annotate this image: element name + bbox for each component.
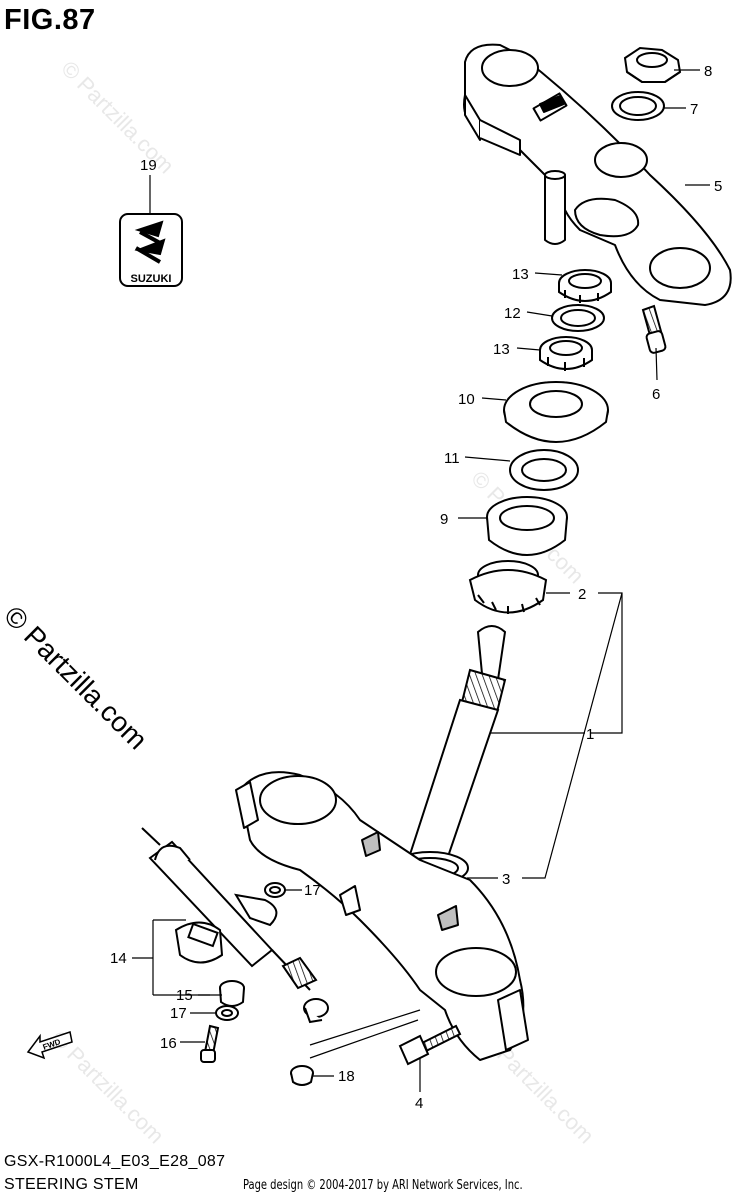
lock-nut-upper: [558, 269, 612, 303]
bolt-16: [200, 1024, 220, 1063]
callout-17b: 17: [170, 1005, 187, 1022]
callout-1: 1: [586, 726, 594, 743]
callout-3: 3: [502, 871, 510, 888]
model-code: GSX-R1000L4_E03_E28_087: [4, 1153, 226, 1170]
lower-bracket: [235, 771, 529, 1061]
callout-4: 4: [415, 1095, 423, 1112]
suzuki-emblem: [119, 213, 183, 287]
upper-bracket: [463, 43, 732, 306]
bearing-race-9: [486, 496, 568, 556]
bearing-2: [468, 560, 548, 614]
svg-text:© Partzilla.com: © Partzilla.com: [56, 56, 179, 179]
callout-9: 9: [440, 511, 448, 528]
callout-7: 7: [690, 101, 698, 118]
lock-nut-lower: [539, 336, 593, 371]
washer-17-upper: [264, 882, 286, 898]
callout-15: 15: [176, 987, 193, 1004]
callout-17a: 17: [304, 882, 321, 899]
washer-7: [611, 91, 665, 121]
callout-18: 18: [338, 1068, 355, 1085]
emblem-text: SUZUKI: [131, 273, 172, 285]
callout-13b: 13: [493, 341, 510, 358]
bolt-4: [398, 1024, 462, 1066]
callout-8: 8: [704, 63, 712, 80]
callout-10: 10: [458, 391, 475, 408]
nut-18: [290, 1065, 314, 1086]
figure-title: FIG.87: [4, 4, 96, 36]
leader-lines: [132, 69, 710, 1092]
stem-nut: [623, 46, 682, 83]
damper-bushing-15: [219, 980, 245, 1007]
callout-14: 14: [110, 950, 127, 967]
washer-11: [509, 449, 579, 491]
callout-5: 5: [714, 178, 722, 195]
callout-2: 2: [578, 586, 586, 603]
steering-stem: [391, 625, 507, 885]
callout-16: 16: [160, 1035, 177, 1052]
lock-washer-12: [551, 304, 605, 332]
figure-subtitle: STEERING STEM: [4, 1176, 139, 1193]
dust-seal-10: [503, 381, 609, 443]
steering-damper: [141, 827, 329, 1024]
callout-12: 12: [504, 305, 521, 322]
bolt-6: [641, 304, 667, 354]
callout-11: 11: [444, 450, 460, 467]
copyright-text: Page design © 2004-2017 by ARI Network S…: [243, 1178, 523, 1193]
callout-13a: 13: [512, 266, 529, 283]
callout-6: 6: [652, 386, 660, 403]
callout-labels: 8 7 5 6 13 12 13 10 11 9 2 1 3 14 15 17 …: [110, 63, 722, 1112]
washer-17-lower: [215, 1005, 239, 1021]
callout-19: 19: [140, 157, 157, 174]
